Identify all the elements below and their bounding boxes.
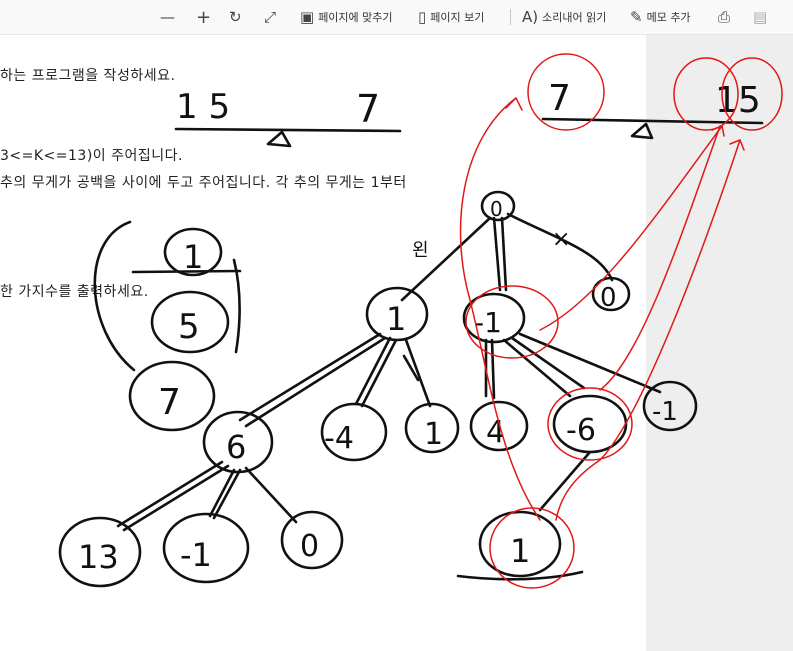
fit-page-button[interactable]: ▣ 페이지에 맞추기: [300, 0, 393, 34]
add-note-label: 메모 추가: [646, 11, 691, 24]
rotate-icon: ↻: [229, 8, 242, 26]
window-edge-text: [748, 0, 793, 8]
page-view-icon: ▯: [418, 8, 427, 26]
zoom-out-button[interactable]: —: [160, 8, 175, 26]
print-button[interactable]: ⎙: [718, 0, 734, 34]
read-aloud-label: 소리내어 읽기: [542, 11, 607, 24]
toolbar-divider: [510, 9, 511, 25]
doc-line-3: 추의 무게가 공백을 사이에 두고 주어집니다. 각 추의 무게는 1부터: [0, 175, 407, 191]
add-note-button[interactable]: ✎ 메모 추가: [630, 0, 691, 34]
doc-line-4: 한 가지수를 출력하세요.: [0, 284, 149, 300]
save-icon: ▤: [753, 8, 768, 26]
document-page: 하는 프로그램을 작성하세요. 3<=K<=13)이 주어집니다. 추의 무게가…: [0, 35, 646, 651]
rotate-button[interactable]: ↻: [229, 0, 246, 34]
expand-icon: ⤢: [264, 8, 277, 26]
pen-icon: ✎: [630, 8, 643, 26]
fit-page-icon: ▣: [300, 8, 315, 26]
side-pane: [646, 35, 793, 651]
print-icon: ⎙: [718, 8, 731, 26]
fullscreen-button[interactable]: ⤢: [264, 0, 280, 34]
page-view-label: 페이지 보기: [430, 11, 485, 24]
doc-line-1: 하는 프로그램을 작성하세요.: [0, 68, 176, 84]
reader-toolbar: — + ↻ ⤢ ▣ 페이지에 맞추기 ▯ 페이지 보기 A) 소리내어 읽기 ✎…: [0, 0, 793, 35]
fit-page-label: 페이지에 맞추기: [318, 11, 393, 24]
read-aloud-button[interactable]: A) 소리내어 읽기: [522, 0, 606, 34]
read-aloud-icon: A): [522, 8, 539, 26]
doc-line-2: 3<=K<=13)이 주어집니다.: [0, 148, 183, 164]
zoom-in-button[interactable]: +: [196, 6, 212, 28]
save-button[interactable]: ▤: [753, 0, 771, 34]
page-view-button[interactable]: ▯ 페이지 보기: [418, 0, 484, 34]
